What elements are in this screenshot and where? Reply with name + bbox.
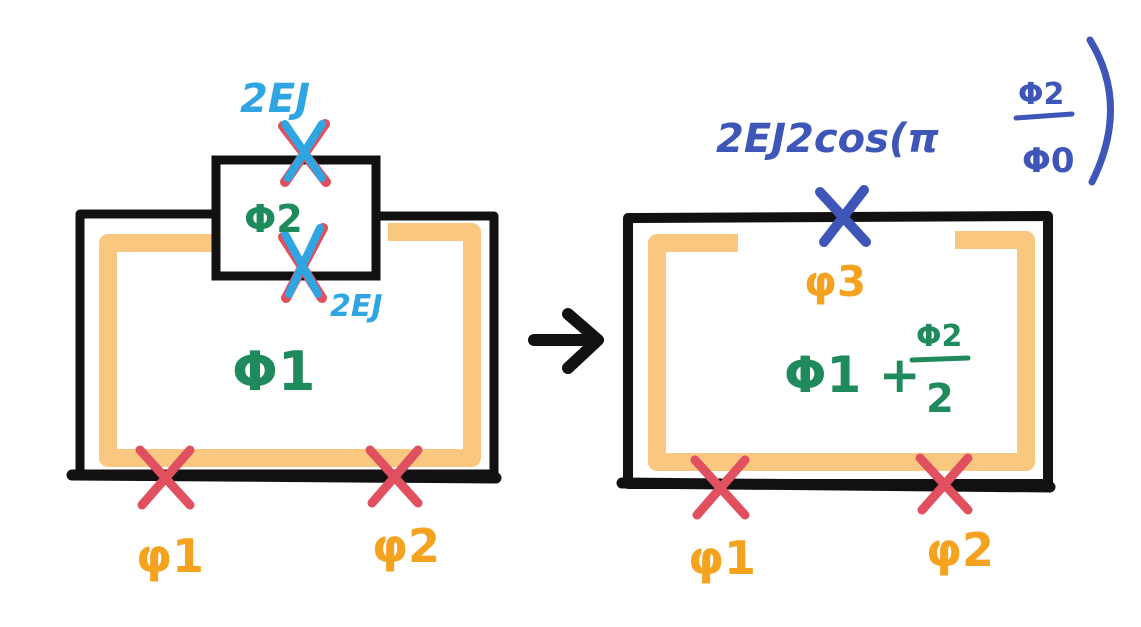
left-top-junction-label: 2EJ — [240, 76, 310, 122]
right-bottom-wire — [616, 477, 1056, 493]
left-junction-phi1 — [135, 445, 195, 510]
left-junction-phi2 — [365, 445, 423, 508]
left-phase-phi1: φ1 — [136, 529, 204, 583]
left-inner-junction-label: 2EJ — [330, 289, 383, 324]
right-current-band — [648, 231, 1035, 471]
right-junction-phi2 — [915, 453, 973, 515]
left-circuit: 2EJ Φ2 2EJ Φ1 φ1 φ2 — [66, 76, 502, 583]
right-circuit: 2EJ2cos(π Φ2 Φ0 φ3 Φ1 + Φ2 2 φ1 φ2 — [616, 36, 1114, 585]
right-effective-junction — [815, 185, 871, 247]
right-flux-frac-bar — [909, 355, 971, 363]
left-flux-small-label: Φ2 — [244, 197, 303, 241]
right-junction-label: 2EJ2cos(π — [716, 116, 939, 162]
left-phase-phi2: φ2 — [372, 519, 440, 573]
right-phase-phi3: φ3 — [804, 257, 866, 306]
right-arrow-icon — [528, 308, 604, 374]
left-flux-big-label: Φ1 — [232, 340, 315, 403]
left-bottom-wire — [66, 469, 502, 484]
right-junction-close-paren — [1086, 36, 1114, 186]
right-phase-phi2: φ2 — [926, 523, 994, 577]
right-flux-frac-num: Φ2 — [916, 319, 962, 354]
right-junction-frac-num: Φ2 — [1018, 77, 1064, 112]
right-flux-frac-den: 2 — [926, 376, 954, 422]
right-flux-label: Φ1 + — [784, 346, 921, 404]
right-junction-frac-den: Φ0 — [1022, 141, 1075, 181]
right-phase-phi1: φ1 — [688, 531, 756, 585]
left-inner-junction — [278, 223, 328, 303]
left-top-junction — [278, 119, 331, 187]
right-junction-frac-bar — [1013, 111, 1075, 121]
left-current-band — [99, 223, 481, 467]
right-junction-phi1 — [690, 455, 750, 520]
